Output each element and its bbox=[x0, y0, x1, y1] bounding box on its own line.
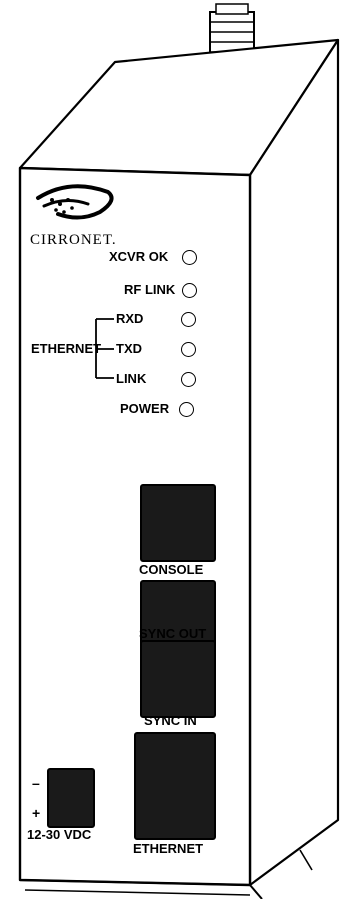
power-terminal[interactable] bbox=[47, 768, 95, 828]
console-port-label: CONSOLE bbox=[139, 562, 204, 577]
cirronet-logo bbox=[36, 184, 114, 220]
sync-out-port-label: SYNC OUT bbox=[139, 626, 207, 641]
rf-link-label: RF LINK bbox=[124, 282, 176, 297]
power-minus-label: – bbox=[32, 775, 40, 791]
power-label: POWER bbox=[120, 401, 170, 416]
rxd-label: RXD bbox=[116, 311, 144, 326]
power-led bbox=[179, 402, 194, 417]
sync-in-port-label: SYNC IN bbox=[144, 713, 197, 728]
link-label: LINK bbox=[116, 371, 147, 386]
sync-out-port[interactable] bbox=[140, 580, 216, 650]
ethernet-group-label: ETHERNET bbox=[31, 341, 102, 356]
xcvr-ok-label: XCVR OK bbox=[109, 249, 169, 264]
ethernet-port-label: ETHERNET bbox=[133, 841, 204, 856]
power-plus-label: + bbox=[32, 805, 41, 821]
brand-name: CIRRONET. bbox=[30, 232, 117, 248]
txd-led bbox=[181, 342, 196, 357]
rf-link-led bbox=[182, 283, 197, 298]
xcvr-ok-led bbox=[182, 250, 197, 265]
txd-label: TXD bbox=[116, 341, 142, 356]
power-terminal-label: 12-30 VDC bbox=[27, 827, 92, 842]
link-led bbox=[181, 372, 196, 387]
ethernet-port[interactable] bbox=[134, 732, 216, 840]
sync-in-port[interactable] bbox=[140, 640, 216, 718]
console-port[interactable] bbox=[140, 484, 216, 562]
rxd-led bbox=[181, 312, 196, 327]
ethernet-bracket bbox=[95, 318, 114, 379]
